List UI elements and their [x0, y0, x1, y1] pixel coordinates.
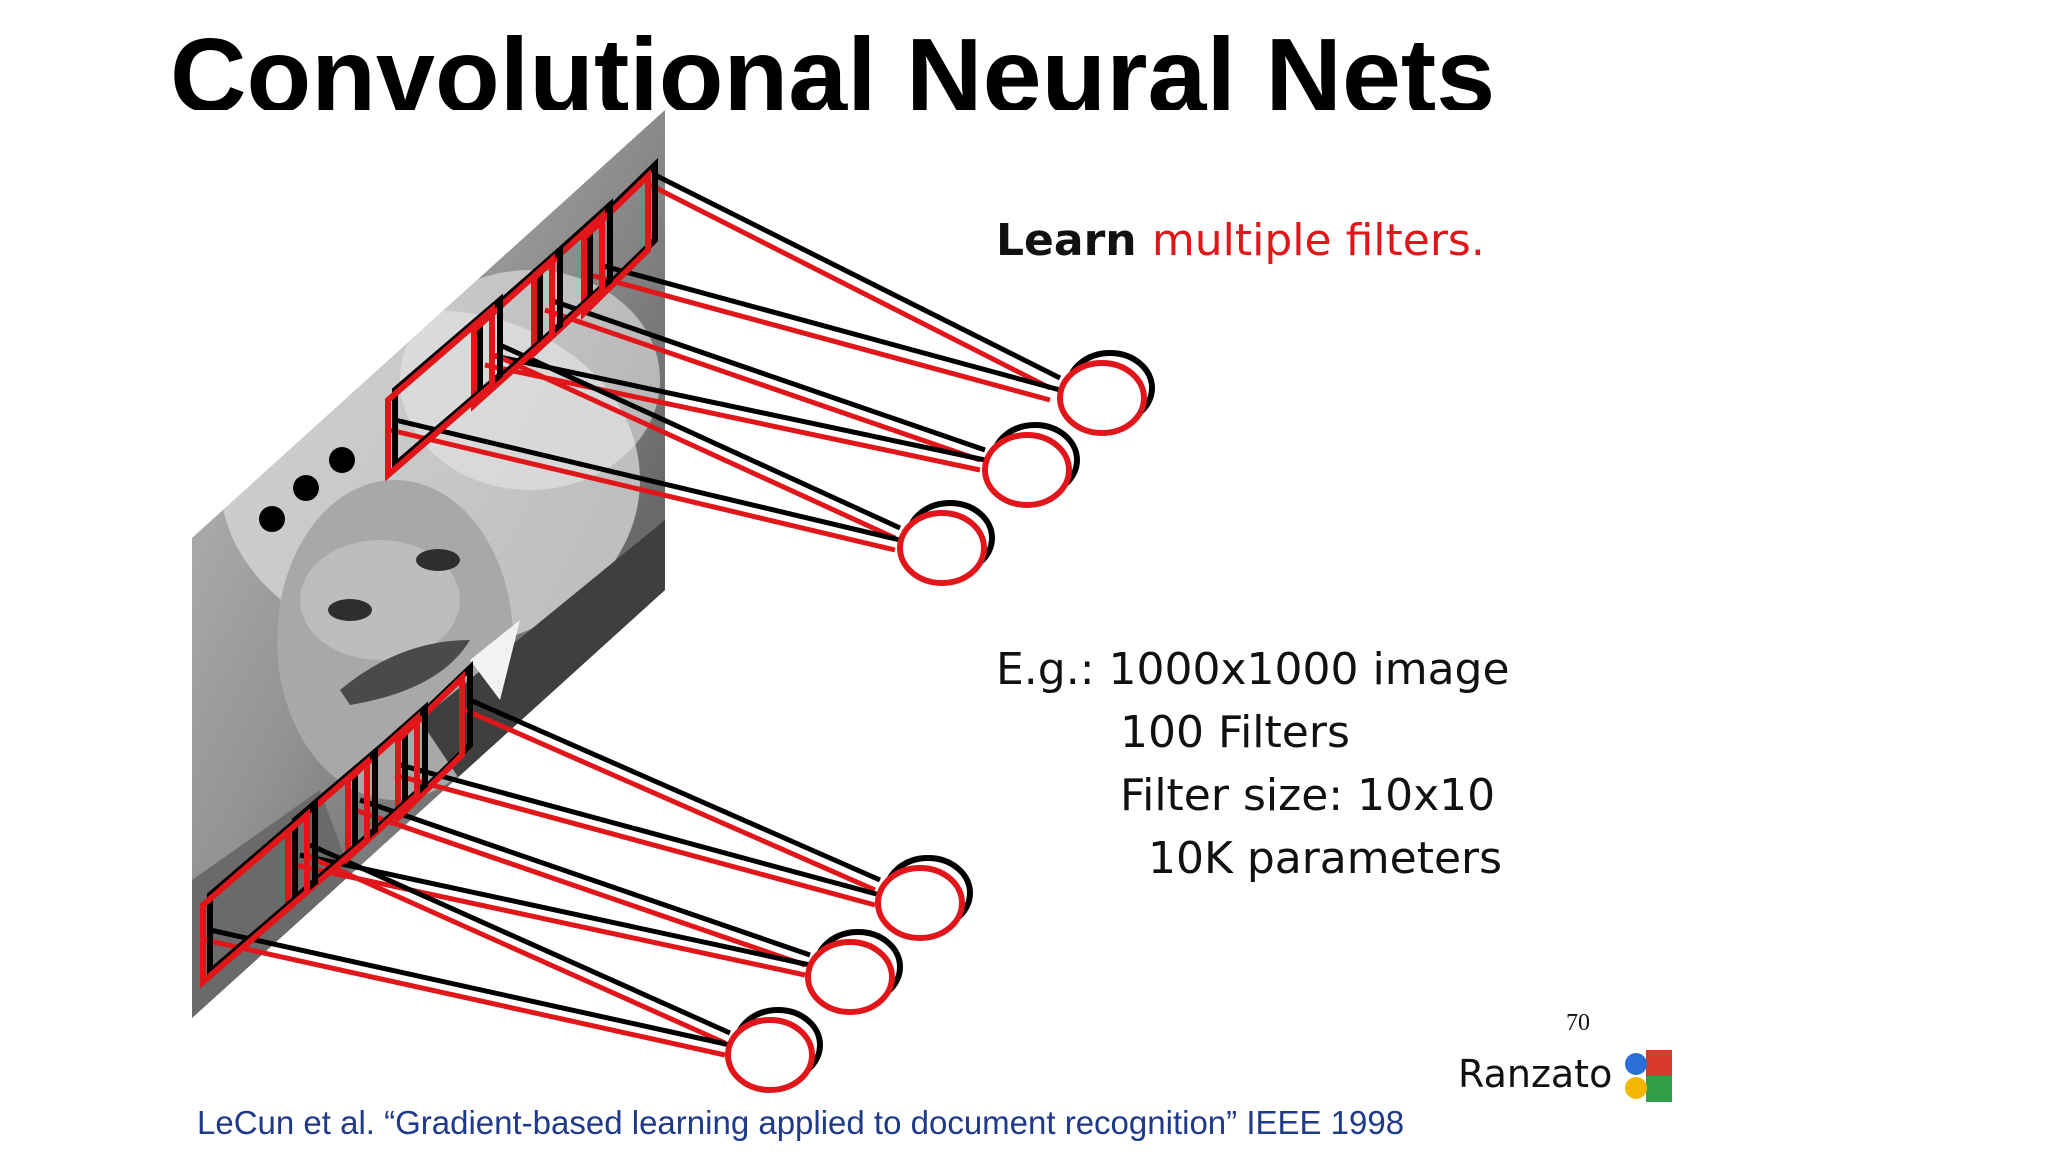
- ellipsis-dots-icon: [259, 447, 355, 532]
- citation: LeCun et al. “Gradient-based learning ap…: [197, 1104, 1405, 1141]
- example-line-parameters: 10K parameters: [1148, 833, 1503, 884]
- bottom-filter-group: [200, 660, 973, 1093]
- google-logo-icon: [1625, 1050, 1672, 1102]
- page-number: 70: [1566, 1010, 1590, 1036]
- learn-highlight: multiple filters.: [1151, 215, 1485, 266]
- example-line-filters: 100 Filters: [1120, 707, 1350, 758]
- author-name: Ranzato: [1458, 1052, 1613, 1096]
- top-filter-group: [385, 157, 1155, 586]
- learn-filters-caption: Learn multiple filters.: [996, 215, 1485, 266]
- learn-prefix: Learn: [996, 215, 1152, 266]
- example-line-filter-size: Filter size: 10x10: [1120, 770, 1496, 821]
- example-line-image: E.g.: 1000x1000 image: [996, 644, 1510, 695]
- example-parameters: E.g.: 1000x1000 image 100 Filters Filter…: [996, 638, 1510, 890]
